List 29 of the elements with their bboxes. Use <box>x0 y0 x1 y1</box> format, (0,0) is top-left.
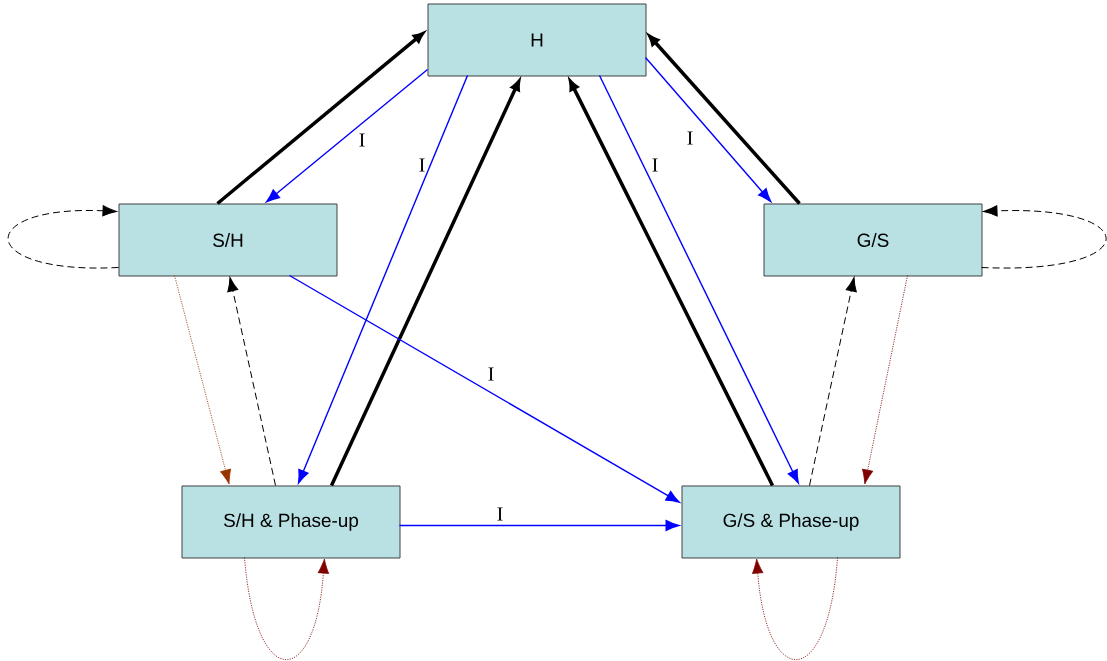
arrow <box>598 74 799 484</box>
edge-label: I <box>652 158 658 172</box>
arrow <box>227 277 276 486</box>
arrow <box>216 32 425 205</box>
arrow <box>981 205 1107 269</box>
state-box: G/S <box>763 203 983 277</box>
state-box: S/H <box>118 203 338 277</box>
arrow <box>568 79 775 487</box>
arrow <box>297 74 469 484</box>
arrow <box>174 275 232 485</box>
edge-label: I <box>419 158 425 172</box>
edge-label: I <box>488 367 494 381</box>
edge-label: I <box>687 131 693 145</box>
edge-label: I <box>497 507 503 521</box>
arrow <box>7 205 119 269</box>
arrow <box>329 79 521 487</box>
arrow <box>644 56 772 202</box>
arrow <box>809 277 857 486</box>
arrow <box>398 520 680 531</box>
state-box: S/H & Phase-up <box>181 485 401 559</box>
state-box: G/S & Phase-up <box>681 485 901 559</box>
arrow <box>244 557 330 660</box>
edge-label: I <box>359 133 365 147</box>
state-box: H <box>427 3 647 77</box>
arrow <box>266 68 429 203</box>
arrow <box>648 34 801 205</box>
arrow <box>752 557 838 660</box>
arrow <box>288 274 680 503</box>
arrow <box>862 275 908 485</box>
